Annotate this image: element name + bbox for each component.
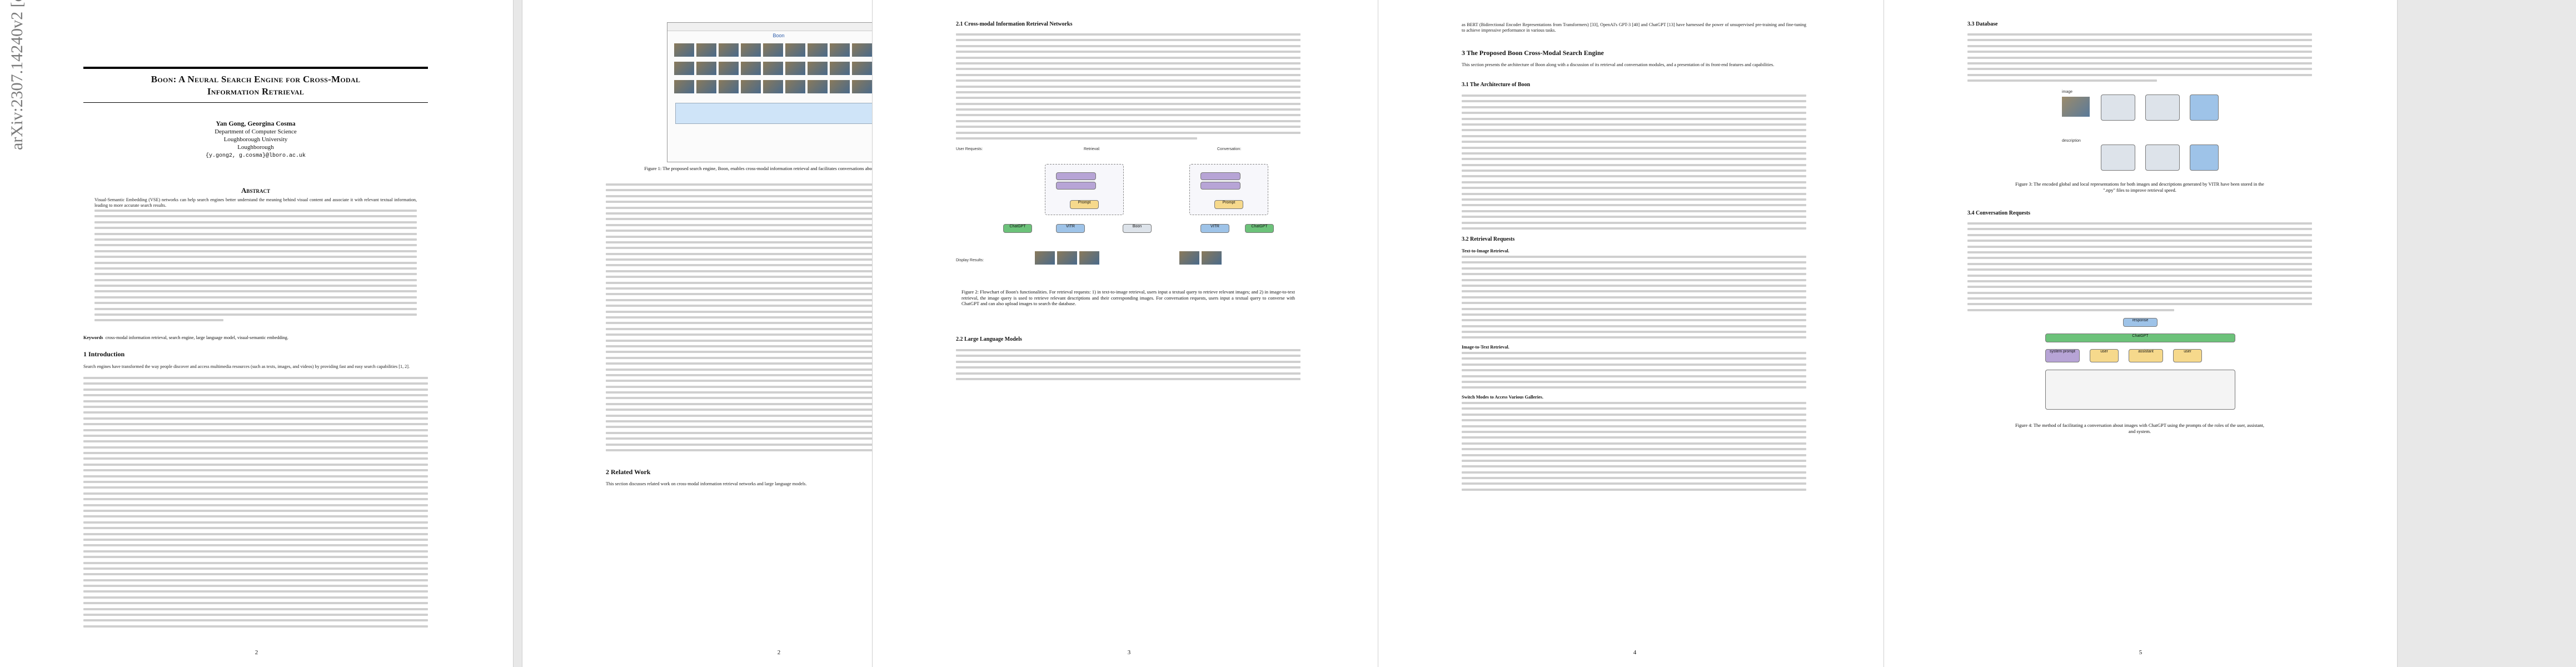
section-2-1-body <box>956 33 1301 143</box>
figure-1-screenshot: Boon <box>667 22 890 162</box>
section-2-2-heading: 2.2 Large Language Models <box>956 336 1022 342</box>
intro-heading: 1 Introduction <box>83 350 125 358</box>
section-3-3-body <box>1967 33 2312 86</box>
t2i-label: Text-to-Image Retrieval. <box>1462 248 1509 253</box>
section-3-intro: This section presents the architecture o… <box>1462 62 1775 67</box>
related-work-intro: This section discusses related work on c… <box>606 481 807 486</box>
figure-2-caption: Figure 2: Flowchart of Boon's functional… <box>961 289 1295 306</box>
section-2-2-body <box>956 349 1301 384</box>
figure-4-diagram: response ChatGPT system prompt user assi… <box>2040 317 2240 417</box>
intro-body <box>83 377 428 631</box>
section-2-1-heading: 2.1 Cross-modal Information Retrieval Ne… <box>956 21 1073 27</box>
abstract-body <box>94 210 417 325</box>
page4-lead-text: as BERT (Bidirectional Encoder Represent… <box>1462 22 1806 33</box>
i2t-body <box>1462 352 1806 392</box>
section-3-heading: 3 The Proposed Boon Cross-Modal Search E… <box>1462 49 1604 57</box>
paper-page-1: arXiv:2307.14240v2 [cs.MM] 1 Nov 2023 Bo… <box>0 0 513 667</box>
section-3-2-heading: 3.2 Retrieval Requests <box>1462 236 1515 242</box>
page2-body <box>606 183 950 455</box>
page-number: 2 <box>255 649 258 656</box>
page-number: 3 <box>1127 649 1131 656</box>
figure-3-caption: Figure 3: The encoded global and local r… <box>2015 181 2264 193</box>
paper-title: Boon: A Neural Search Engine for Cross-M… <box>83 67 428 103</box>
related-work-heading: 2 Related Work <box>606 468 651 476</box>
i2t-label: Image-to-Text Retrieval. <box>1462 345 1509 350</box>
section-3-3-heading: 3.3 Database <box>1967 21 1998 27</box>
section-3-4-heading: 3.4 Conversation Requests <box>1967 210 2031 216</box>
figure-1-caption: Figure 1: The proposed search engine, Bo… <box>644 166 912 171</box>
section-3-4-body <box>1967 222 2312 315</box>
keywords-line: Keywords cross-modal information retriev… <box>83 335 288 340</box>
paper-page-5: 3.3 Database image description Figure 3:… <box>1884 0 2397 667</box>
paper-page-3: 2.1 Cross-modal Information Retrieval Ne… <box>873 0 1386 667</box>
section-3-1-body <box>1462 94 1806 233</box>
section-3-1-heading: 3.1 The Architecture of Boon <box>1462 82 1531 88</box>
t2i-body <box>1462 256 1806 342</box>
author-block: Yan Gong, Georgina Cosma Department of C… <box>205 120 306 159</box>
paper-page-4: as BERT (Bidirectional Encoder Represent… <box>1378 0 1891 667</box>
page-number: 5 <box>2139 649 2142 656</box>
abstract-heading: Abstract <box>241 186 270 195</box>
abstract-first-line: Visual-Semantic Embedding (VSE) networks… <box>94 197 417 208</box>
email: {y.gong2, g.cosma}@lboro.ac.uk <box>205 153 306 159</box>
figure-3-diagram: image description <box>2056 89 2223 178</box>
switch-mode-label: Switch Modes to Access Various Galleries… <box>1462 395 1543 400</box>
page-number: 2 <box>777 649 781 656</box>
arxiv-identifier: arXiv:2307.14240v2 [cs.MM] 1 Nov 2023 <box>8 0 26 150</box>
authors: Yan Gong, Georgina Cosma <box>216 120 296 127</box>
intro-first-line: Search engines have transformed the way … <box>83 364 410 369</box>
switch-mode-body <box>1462 402 1806 494</box>
page-number: 4 <box>1633 649 1637 656</box>
figure-4-caption: Figure 4: The method of facilitating a c… <box>2015 422 2265 434</box>
figure-2-flowchart: User Requests: Retrieval: Conversation: … <box>956 147 1301 286</box>
